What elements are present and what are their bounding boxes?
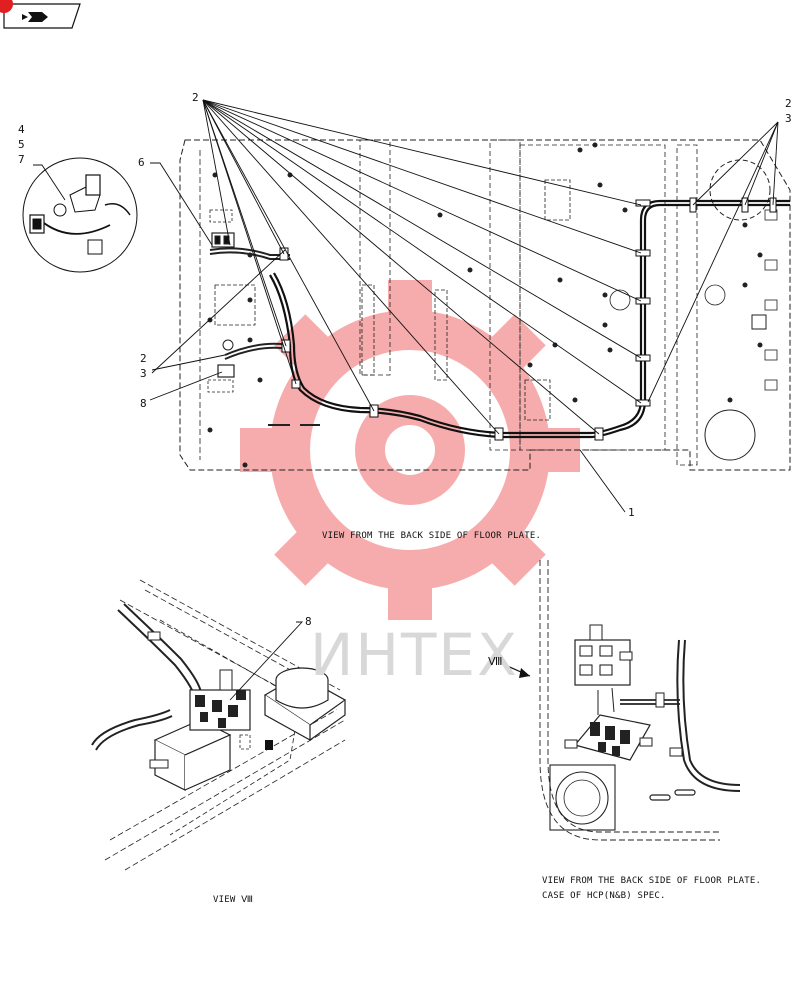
view-arrow-icon — [504, 664, 531, 678]
watermark-gear — [240, 280, 580, 620]
red-dot-icon — [0, 0, 13, 13]
callout-2-left: 2 — [140, 352, 147, 365]
watermark-text: ИНТЕХ — [310, 621, 519, 689]
leader-6 — [150, 162, 213, 246]
leader-lines-23-right — [647, 121, 779, 403]
hcp-view-drawing — [539, 560, 741, 841]
callout-1: 1 — [628, 506, 635, 519]
callout-2-top-left: 2 — [192, 91, 199, 104]
callout-2-top-right: 2 — [785, 97, 792, 110]
caption-top-view: VIEW FROM THE BACK SIDE OF FLOOR PLATE. — [322, 531, 541, 541]
leader-3-left — [151, 249, 286, 374]
caption-view-viii: VIEW Ⅷ — [213, 895, 253, 905]
callout-7: 7 — [18, 153, 25, 166]
callout-3-top-right: 3 — [785, 112, 792, 125]
callout-3-left: 3 — [140, 367, 147, 380]
leader-2-left — [151, 354, 226, 371]
detail-circle — [22, 157, 138, 273]
callout-8: 8 — [140, 397, 147, 410]
callout-4: 4 — [18, 123, 25, 136]
callout-5: 5 — [18, 138, 25, 151]
leader-8-view — [229, 621, 304, 701]
callout-8-view: 8 — [305, 615, 312, 628]
leader-lines-2 — [202, 99, 642, 435]
view-viii-drawing — [91, 579, 347, 871]
leader-457 — [33, 164, 66, 201]
view-marker: Ⅷ — [488, 655, 503, 668]
leader-8 — [149, 371, 223, 401]
floor-plate-top-view — [179, 139, 791, 471]
arrow-icon — [22, 12, 48, 22]
caption-hcp-line2: CASE OF HCP(N&B) SPEC. — [542, 891, 666, 901]
callout-6: 6 — [138, 156, 145, 169]
caption-hcp-line1: VIEW FROM THE BACK SIDE OF FLOOR PLATE. — [542, 876, 761, 886]
corner-tab[interactable] — [0, 0, 81, 29]
leader-1 — [579, 449, 626, 513]
